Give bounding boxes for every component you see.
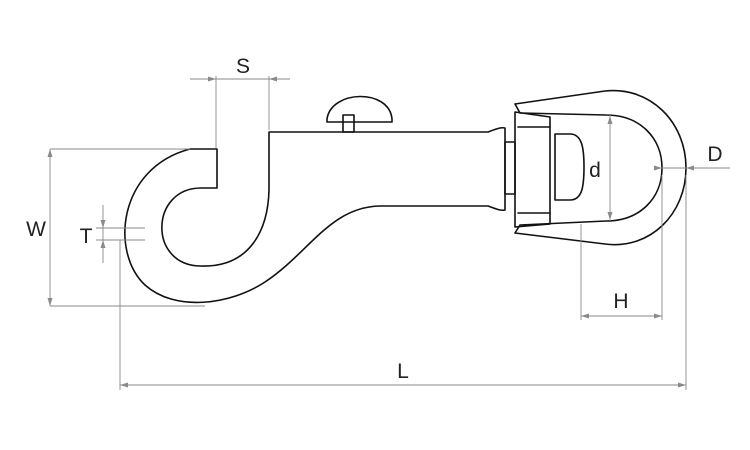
gate-pin-head [326,95,393,123]
dimensions: S W T d D H [26,55,730,390]
swivel-neck [504,141,516,195]
dim-label-d: d [589,159,601,182]
swivel-collar [514,111,551,228]
dim-label-h: H [613,290,628,313]
dim-label-w: W [26,218,46,241]
dim-label-l: L [397,360,409,383]
hook-body [124,126,506,304]
gate-pin-stem [342,114,355,133]
dim-label-t: T [80,225,93,248]
dim-label-s: S [236,55,250,78]
swivel-boss [554,133,585,201]
eye-outer [514,89,687,246]
snap-hook-outline [124,89,687,304]
dim-label-D: D [707,143,722,166]
